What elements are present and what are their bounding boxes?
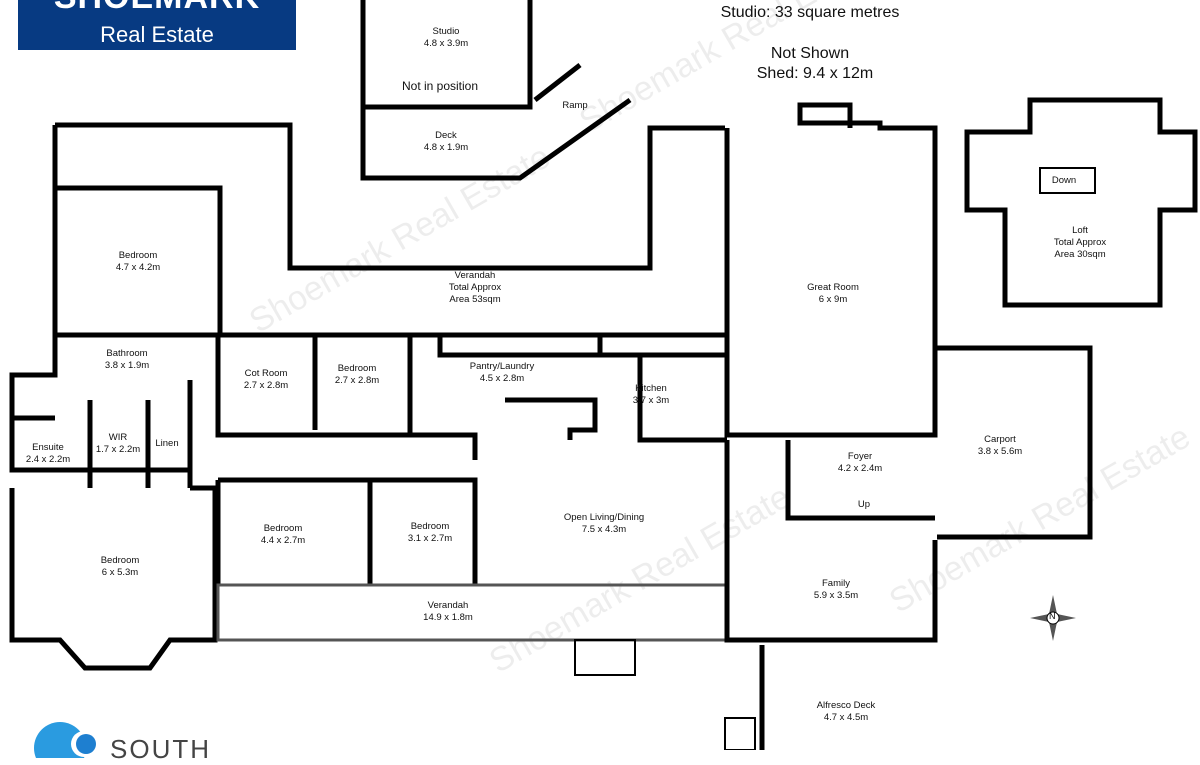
not-in-position-note: Not in position [401, 79, 479, 93]
studio-area-note: Studio: 33 square metres [720, 4, 900, 21]
room-linen: Linen [155, 438, 179, 449]
south-logo: SOUTH [32, 718, 209, 765]
shoemark-logo: SHOEMARK Real Estate [18, 0, 296, 50]
not-shown-note: Not Shown [770, 45, 850, 62]
ramp-label: Ramp [562, 100, 588, 111]
stairs-up-label: Up [857, 499, 871, 510]
stairs-down-label: Down [1051, 175, 1077, 186]
compass-icon: N [1030, 595, 1076, 641]
shed-note: Shed: 9.4 x 12m [756, 65, 874, 82]
